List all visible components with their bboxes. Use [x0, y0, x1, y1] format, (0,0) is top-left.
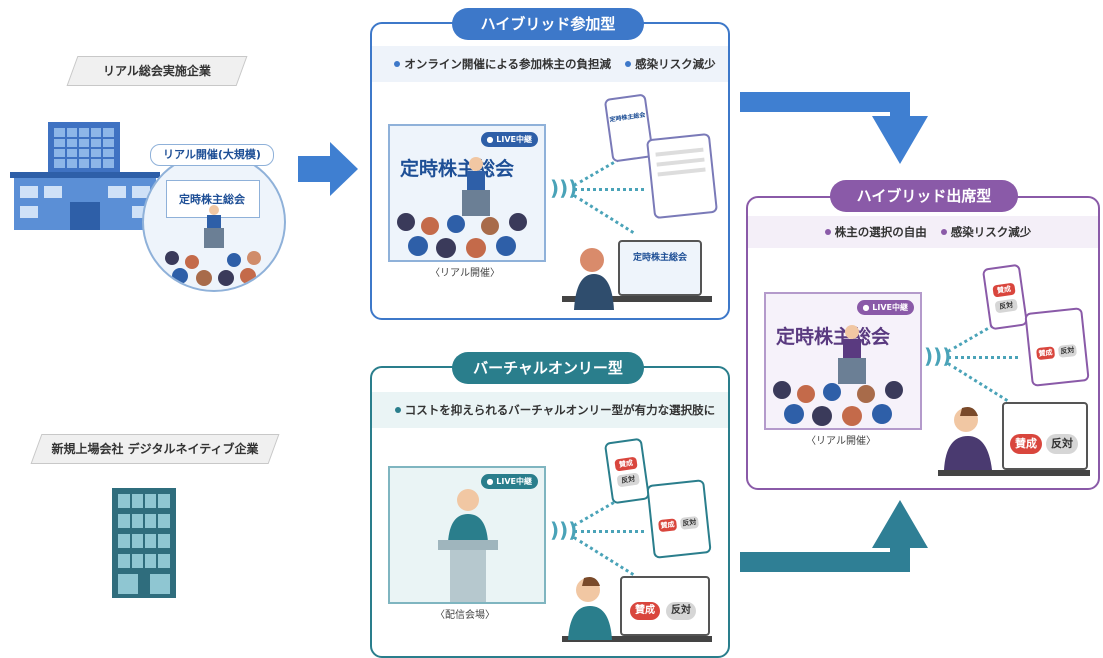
arrow-to-hybrid-participation: [298, 142, 358, 196]
dotted-connector: [574, 188, 644, 191]
hybrid-attendance-title: ハイブリッド出席型: [830, 180, 1018, 212]
dotted-connector: [573, 536, 635, 576]
hybrid-attendance-bullets: 株主の選択の自由 感染リスク減少: [748, 216, 1098, 248]
user-man-illustration: [944, 407, 992, 470]
speaker-illustration: [438, 489, 498, 602]
vote-no-button[interactable]: 反対: [679, 516, 700, 530]
virtual-only-stage: ● LIVE中継: [388, 466, 546, 604]
real-venue-circle: 定時株主総会: [142, 152, 286, 292]
hybrid-attendance-panel: 株主の選択の自由 感染リスク減少 ● LIVE中継 定時株主総会 〈リアル開催〉…: [746, 196, 1100, 490]
arrow-hybrid-to-attendance: [740, 92, 928, 164]
vote-yes-button[interactable]: 賛成: [630, 602, 660, 620]
dotted-connector: [573, 194, 635, 234]
vote-no-button[interactable]: 反対: [616, 472, 640, 488]
hybrid-participation-panel: オンライン開催による参加株主の負担減 感染リスク減少 ● LIVE中継 定時株主…: [370, 22, 730, 320]
stage-title: 定時株主総会: [400, 158, 515, 180]
desk: [938, 470, 1090, 476]
user-woman-illustration: [574, 248, 614, 310]
vote-no-button[interactable]: 反対: [1046, 434, 1078, 454]
speaker-audience-illustration: [773, 325, 903, 426]
live-badge: ● LIVE中継: [480, 132, 538, 147]
stage-caption: 〈リアル開催〉: [806, 436, 876, 447]
laptop-screen: 定時株主総会: [618, 240, 702, 296]
office-building-icon: [10, 122, 160, 230]
virtual-only-title: バーチャルオンリー型: [452, 352, 644, 384]
real-venue-screen-text: 定時株主総会: [179, 193, 245, 206]
vote-no-button[interactable]: 反対: [994, 298, 1018, 314]
stage-caption: 〈配信会場〉: [435, 610, 495, 621]
real-venue-label: リアル開催(大規模): [150, 144, 274, 166]
phone-screen-text: 定時株主総会: [609, 111, 646, 124]
skyscraper-icon: [112, 488, 176, 598]
vote-yes-button[interactable]: 賛成: [1036, 346, 1056, 361]
dotted-connector: [948, 356, 1018, 359]
stage-caption: 〈リアル開催〉: [430, 268, 500, 279]
hybrid-participation-stage: ● LIVE中継 定時株主総会: [388, 124, 546, 262]
user-man-illustration: [568, 577, 612, 640]
desk: [562, 636, 712, 642]
virtual-only-panel: コストを抑えられるバーチャルオンリー型が有力な選択肢に ● LIVE中継 〈配信…: [370, 366, 730, 658]
laptop-screen: 賛成 反対: [1002, 402, 1088, 470]
dotted-connector: [574, 530, 644, 533]
new-company-label: 新規上場会社 デジタルネイティブ企業: [36, 434, 274, 464]
speaker-and-audience-illustration: [165, 205, 261, 286]
real-company-label: リアル総会実施企業: [72, 56, 242, 86]
signal-icon: ))): [550, 518, 578, 542]
live-badge: ● LIVE中継: [856, 300, 914, 315]
vote-yes-button[interactable]: 賛成: [658, 518, 678, 533]
arrow-virtual-to-attendance: [740, 500, 928, 572]
tablet-device: 賛成 反対: [1024, 307, 1090, 387]
dotted-connector: [947, 362, 1009, 402]
smartphone-device: 賛成 反対: [981, 263, 1029, 331]
laptop-screen-text: 定時株主総会: [632, 253, 687, 263]
vote-yes-button[interactable]: 賛成: [1010, 434, 1042, 454]
smartphone-device: 賛成 反対: [603, 437, 651, 505]
virtual-only-bullets: コストを抑えられるバーチャルオンリー型が有力な選択肢に: [372, 392, 728, 428]
laptop-screen: 賛成 反対: [620, 576, 710, 636]
hybrid-participation-bullets: オンライン開催による参加株主の負担減 感染リスク減少: [372, 46, 728, 82]
hybrid-participation-title: ハイブリッド参加型: [452, 8, 644, 40]
vote-no-button[interactable]: 反対: [1057, 344, 1078, 358]
hybrid-attendance-stage: ● LIVE中継 定時株主総会: [764, 292, 922, 430]
vote-yes-button[interactable]: 賛成: [614, 456, 638, 472]
vote-yes-button[interactable]: 賛成: [992, 282, 1016, 298]
live-badge: ● LIVE中継: [480, 474, 538, 489]
tablet-device: 賛成 反対: [646, 479, 712, 559]
stage-title: 定時株主総会: [776, 326, 891, 348]
signal-icon: ))): [550, 176, 578, 200]
desk: [562, 296, 712, 302]
vote-no-button[interactable]: 反対: [666, 602, 696, 620]
tablet-device: [645, 132, 719, 220]
signal-icon: ))): [924, 344, 952, 368]
speaker-audience-illustration: [397, 157, 527, 258]
